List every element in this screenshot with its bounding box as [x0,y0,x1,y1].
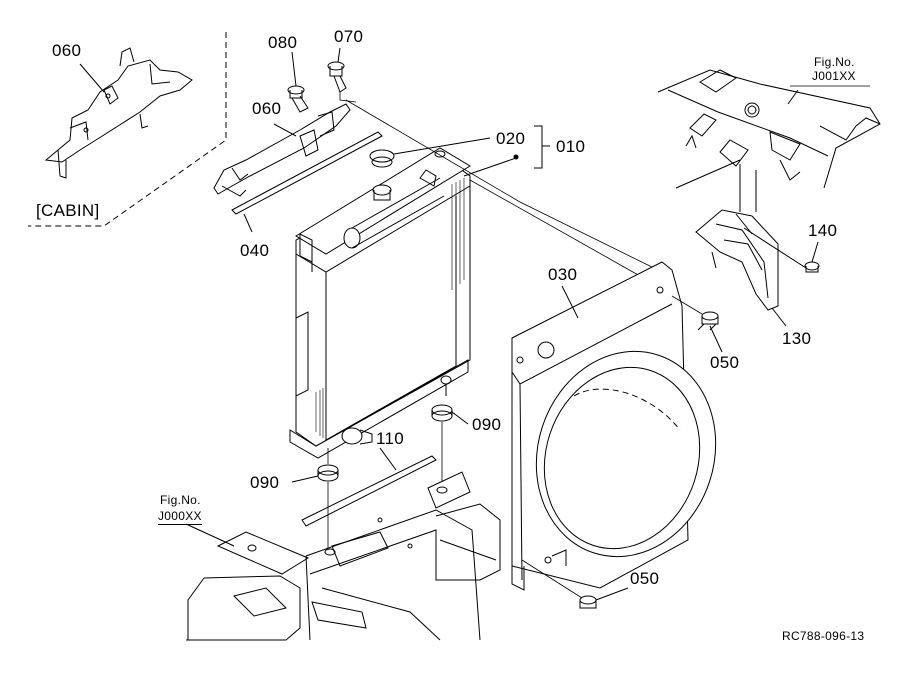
bolt-050-upper [697,311,719,331]
label-part-110: 110 [376,429,405,448]
label-part-140: 140 [808,221,838,240]
leader-080 [291,51,297,87]
leader-060a [79,63,105,93]
leader-connect-b [519,201,663,273]
leader-050b-connect [521,559,583,599]
leader-070b [339,92,357,103]
bolt-070 [327,61,347,93]
bolt-080 [287,85,309,113]
cushion-090-left [317,464,339,548]
cabin-bracket-060 [44,47,193,179]
radiator-core-fins [315,178,465,440]
cover-bracket-130 [695,209,779,311]
leader-dot-010 [513,154,519,160]
leader-090b [451,411,469,425]
bolt-050-lower [579,595,597,609]
cushion-090-right [431,404,453,482]
label-part-090-left: 090 [250,473,280,492]
cabin-boundary-line [28,32,227,227]
fig-ref-bottom-title: Fig.No. [160,493,201,507]
leader-fig-top [787,89,799,105]
leader-060b [273,123,297,137]
leader-070 [337,47,341,63]
leader-fig-bottom [185,523,235,547]
label-part-030: 030 [548,265,578,284]
label-part-050-lower: 050 [630,569,660,588]
label-part-050-upper: 050 [710,353,740,372]
label-part-020: 020 [496,129,526,148]
leader-020 [393,137,491,155]
label-part-090-right: 090 [472,415,502,434]
fig-ref-bottom-code: J000XX [158,509,202,525]
label-part-060: 060 [252,99,282,118]
leader-130 [771,307,787,327]
seal-strip-040 [231,131,383,215]
leader-050a [709,325,723,353]
label-part-010: 010 [556,137,586,156]
radiator-010 [289,147,471,459]
leader-110 [379,447,397,471]
bracket-060 [213,103,351,197]
label-part-070: 070 [334,27,364,46]
fig-ref-top-title: Fig.No. [814,55,855,69]
upper-frame [657,69,881,212]
plate-110 [301,455,471,527]
label-part-130: 130 [782,329,812,348]
leader-040 [243,213,253,233]
leader-050b [595,587,629,601]
leader-connect-c [469,179,641,277]
leader-030 [561,285,579,319]
fan-shroud-030 [511,261,717,591]
leader-050a-connect [671,295,703,315]
label-cabin: [CABIN] [36,201,100,220]
leader-010 [463,157,517,177]
drawing-code: RC788-096-13 [782,629,865,643]
group-bracket-010 [534,125,550,169]
label-part-060-cabin: 060 [52,41,82,60]
label-part-040: 040 [240,241,270,260]
label-part-080: 080 [268,33,298,52]
machine-frame [186,503,501,641]
leader-140 [811,241,819,263]
leader-090a [291,475,319,483]
fig-ref-top-code: J001XX [812,69,856,83]
leader-connect-a [345,99,521,203]
